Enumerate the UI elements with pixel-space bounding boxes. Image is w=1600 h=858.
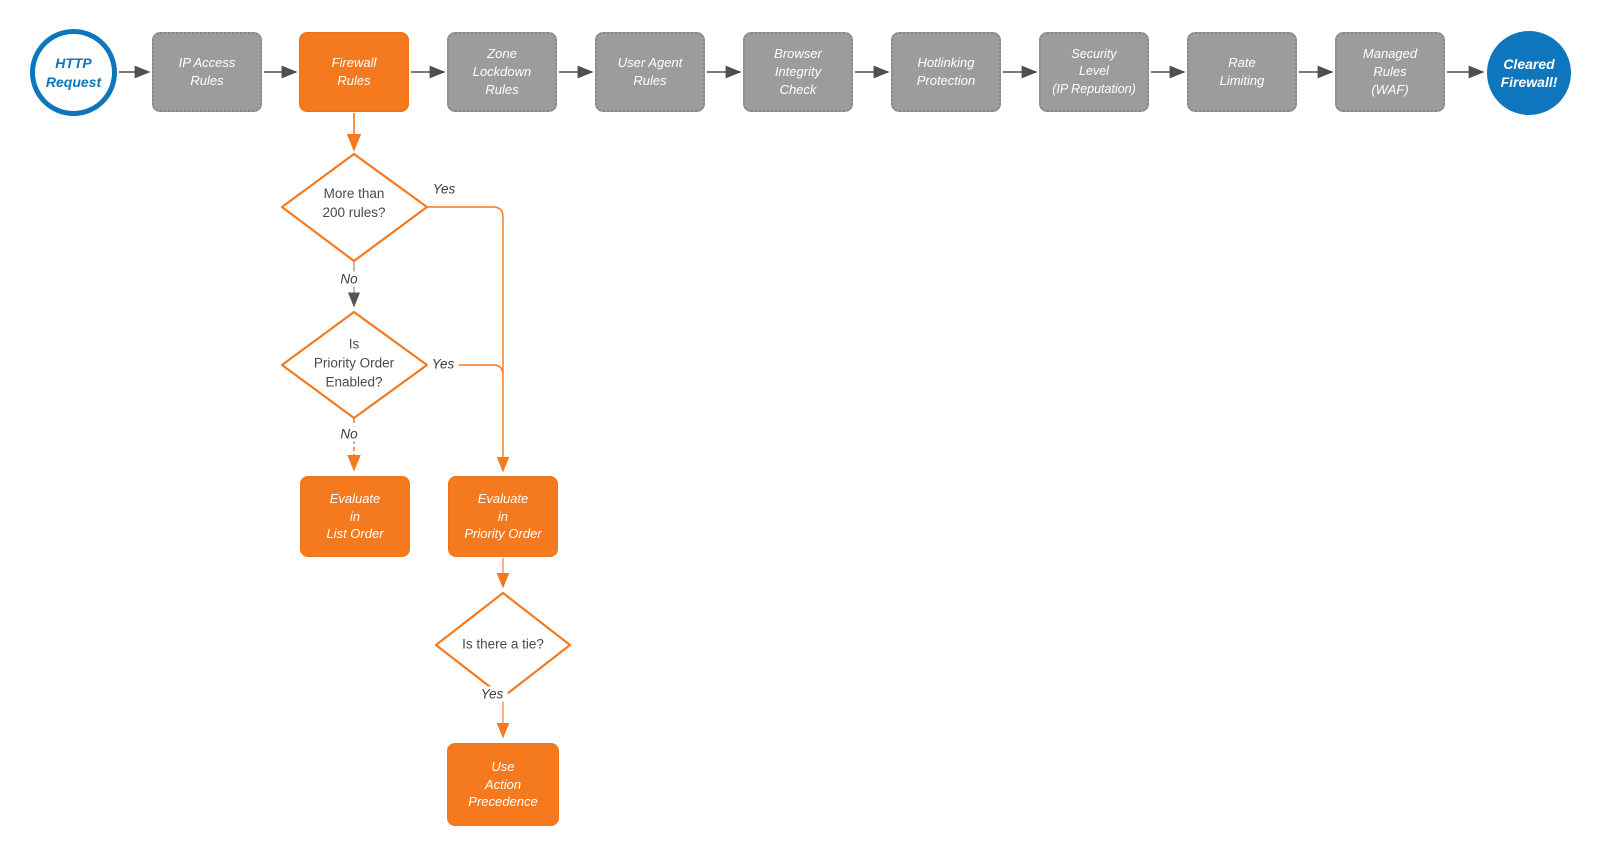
stage-security-level: Security Level (IP Reputation)	[1039, 32, 1149, 112]
stage-ip-access-rules: IP Access Rules	[152, 32, 262, 112]
stage-managed-rules-waf: Managed Rules (WAF)	[1335, 32, 1445, 112]
stage-zone-lockdown-rules: Zone Lockdown Rules	[447, 32, 557, 112]
decision-priority-order-enabled-shape	[280, 310, 429, 420]
stage-rate-limiting: Rate Limiting	[1187, 32, 1297, 112]
end-node-cleared-firewall: Cleared Firewall!	[1487, 31, 1571, 115]
edge-decision-200-yes-to-priority-order	[427, 206, 510, 473]
stage-firewall-rules: Firewall Rules	[299, 32, 409, 112]
edge-decision-priority-yes-merge	[427, 364, 504, 376]
decision-more-than-200-rules-shape	[280, 152, 429, 263]
action-evaluate-priority-order: Evaluate in Priority Order	[448, 476, 558, 557]
edge-label-no-priority-enabled: No	[336, 426, 362, 442]
stage-hotlinking-protection: Hotlinking Protection	[891, 32, 1001, 112]
edge-label-no-200-rules: No	[336, 271, 362, 287]
stage-browser-integrity-check: Browser Integrity Check	[743, 32, 853, 112]
stage-user-agent-rules: User Agent Rules	[595, 32, 705, 112]
decision-is-there-a-tie-label: Is there a tie?	[462, 636, 544, 652]
action-use-action-precedence: Use Action Precedence	[447, 743, 559, 826]
edge-label-yes-tie: Yes	[476, 686, 508, 702]
edge-label-yes-200-rules: Yes	[432, 181, 456, 197]
decision-priority-order-enabled-label: Is Priority Order Enabled?	[313, 336, 395, 390]
edge-label-yes-priority-enabled: Yes	[427, 356, 459, 372]
action-evaluate-list-order: Evaluate in List Order	[300, 476, 410, 557]
decision-more-than-200-rules-label: More than 200 rules?	[322, 185, 386, 220]
start-node-http-request: HTTP Request	[30, 29, 117, 116]
